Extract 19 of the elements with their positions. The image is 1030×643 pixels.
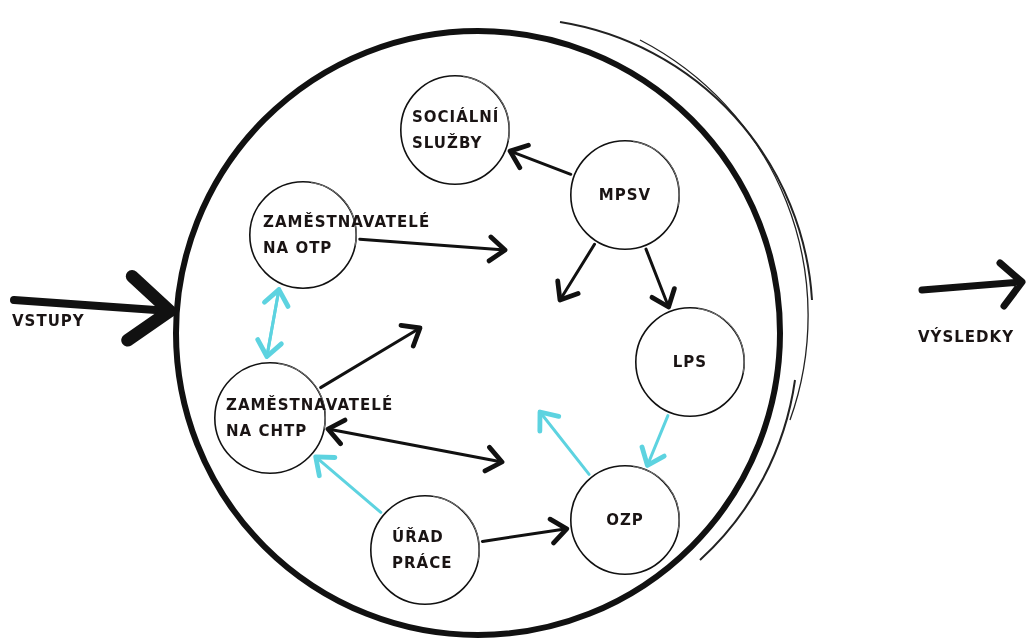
node-label: ÚŘAD PRÁCE bbox=[392, 526, 454, 574]
arrow bbox=[639, 414, 670, 468]
arrow bbox=[325, 417, 505, 474]
node-label: MPSV bbox=[597, 185, 653, 206]
arrow bbox=[644, 247, 677, 310]
arrow bbox=[480, 516, 570, 546]
side-label: VSTUPY bbox=[12, 312, 85, 330]
arrow bbox=[313, 454, 383, 514]
arrow bbox=[555, 242, 596, 303]
arrow bbox=[537, 409, 591, 476]
arrow bbox=[507, 142, 573, 176]
node-label: SOCIÁLNÍ SLUŽBY bbox=[412, 106, 501, 154]
arrow bbox=[255, 287, 284, 359]
arrow bbox=[358, 234, 508, 264]
arrow bbox=[319, 323, 423, 390]
side-label: VÝSLEDKY bbox=[918, 328, 1014, 346]
node-label: LPS bbox=[671, 352, 709, 373]
arrow bbox=[10, 269, 177, 347]
node-label: OZP bbox=[605, 510, 645, 531]
